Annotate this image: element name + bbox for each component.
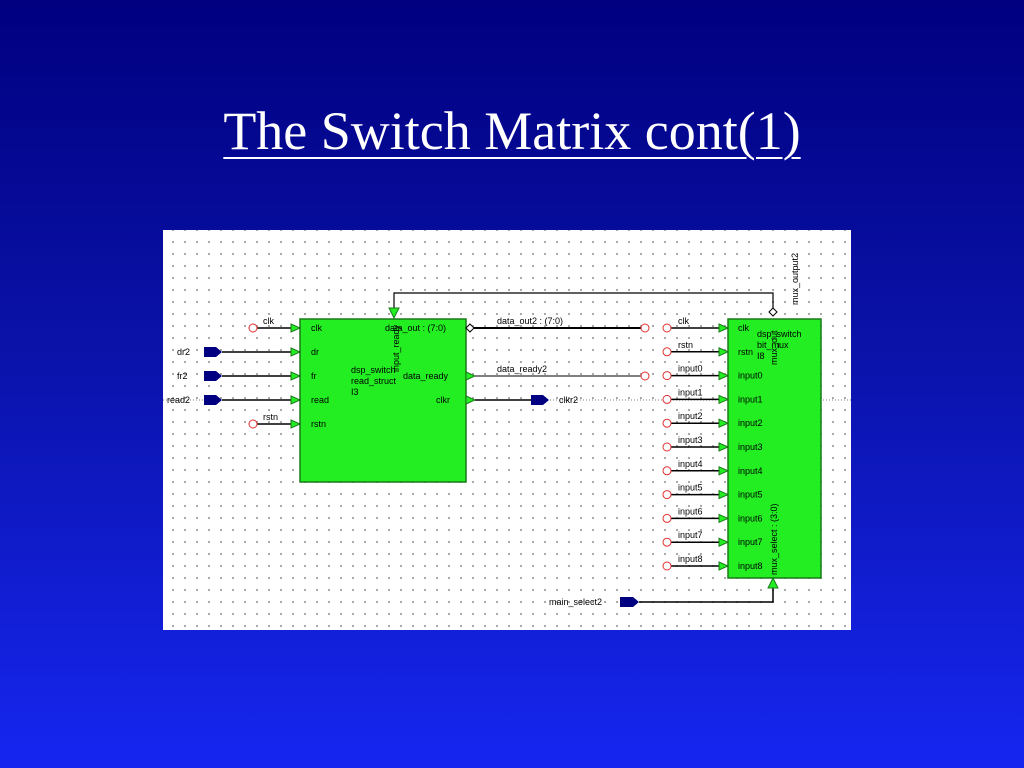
right-signal-label-input0: input0 <box>678 364 703 374</box>
right-signal-label-input2: input2 <box>678 411 703 421</box>
data-out2-label: data_out2 : (7:0) <box>497 316 563 326</box>
mux-out-label: mux_out <box>769 330 779 365</box>
right-port-label-input2: input2 <box>738 418 763 428</box>
main-select-wire <box>639 582 774 603</box>
mux-out-diamond <box>768 307 778 317</box>
right-signal-circle-input2 <box>662 418 672 428</box>
right-arrow-input0 <box>718 370 730 381</box>
left-port-label-read: read <box>311 395 329 405</box>
main-select-port-icon <box>620 597 639 607</box>
right-block[interactable] <box>727 318 822 579</box>
data-ready-circle <box>640 371 650 381</box>
right-port-label-input5: input5 <box>738 490 763 500</box>
clkr2-label: clkr2 <box>559 395 578 405</box>
left-signal-label-dr2: dr2 <box>177 347 190 357</box>
data-ready2-label: data_ready2 <box>497 364 547 374</box>
left-out-label-1: data_ready <box>403 371 449 381</box>
left-port-label-clk: clk <box>311 323 322 333</box>
right-arrow-rstn <box>718 347 730 357</box>
right-signal-circle-input5 <box>662 490 672 500</box>
right-signal-circle-input8 <box>662 561 672 571</box>
input-ready-arrow <box>388 307 400 320</box>
right-port-label-input4: input4 <box>738 466 763 476</box>
left-arrow-dr <box>290 347 302 357</box>
right-arrow-input7 <box>718 537 730 547</box>
right-arrow-input4 <box>718 466 730 476</box>
right-arrow-input3 <box>718 442 730 452</box>
schematic-canvas: clk clk dr dr2 fr fr2 read read2 rstn rstn data_ou… <box>163 230 851 630</box>
slide-title: The Switch Matrix cont(1) <box>223 101 801 161</box>
left-port-label-rstn: rstn <box>311 419 326 429</box>
right-arrow-input5 <box>718 489 730 500</box>
mux-select-label: mux_select : (3:0) <box>769 503 779 575</box>
left-signal-circle-rstn <box>248 419 258 429</box>
left-block[interactable] <box>299 318 467 483</box>
left-out-label-2: clkr <box>436 395 450 405</box>
right-signal-label-input4: input4 <box>678 459 703 469</box>
clkr2-port <box>531 395 549 405</box>
right-signal-label-input5: input5 <box>678 483 703 493</box>
left-port-label-dr: dr <box>311 347 319 357</box>
right-signal-label-input6: input6 <box>678 506 703 516</box>
left-signal-circle-clk <box>248 323 258 333</box>
main-select-arrow <box>767 576 779 589</box>
right-signal-circle-input1 <box>662 394 672 404</box>
right-arrow-input2 <box>718 418 730 428</box>
right-signal-circle-input4 <box>662 466 672 476</box>
left-signal-port-read2 <box>204 395 222 405</box>
right-port-label-input3: input3 <box>738 442 763 452</box>
data-ready-arrow <box>465 371 477 381</box>
right-port-label-input6: input6 <box>738 513 763 523</box>
left-arrow-read <box>290 395 302 405</box>
data-out-diamond <box>465 323 475 333</box>
left-block-instance-1: dsp_switch <box>351 365 396 375</box>
input-ready-label: input_ready <box>391 324 401 372</box>
right-block-instance-3: I8 <box>757 351 765 361</box>
right-signal-circle-rstn <box>662 347 672 357</box>
left-out-label-0: data_out : (7:0) <box>385 323 446 333</box>
left-port-label-fr: fr <box>311 371 317 381</box>
clkr-arrow <box>465 395 477 405</box>
left-signal-label-clk: clk <box>263 316 274 326</box>
left-arrow-fr <box>290 371 302 381</box>
right-arrow-clk <box>718 323 730 333</box>
left-signal-port-fr2 <box>204 371 222 381</box>
right-signal-label-input1: input1 <box>678 387 703 397</box>
left-signal-label-read2: read2 <box>167 395 190 405</box>
right-port-label-input7: input7 <box>738 537 763 547</box>
right-signal-label-input7: input7 <box>678 530 703 540</box>
main-select-label: main_select2 <box>549 597 602 607</box>
right-port-label-clk: clk <box>738 323 749 333</box>
right-port-label-input0: input0 <box>738 371 763 381</box>
right-signal-label-clk: clk <box>678 316 689 326</box>
right-arrow-input1 <box>718 394 730 405</box>
right-signal-circle-input3 <box>662 442 672 452</box>
right-signal-circle-input7 <box>662 537 672 547</box>
schematic-svg: clk clk dr dr2 fr fr2 read read2 rstn rstn data_ou… <box>163 253 851 607</box>
right-port-label-rstn: rstn <box>738 347 753 357</box>
data-out-circle <box>640 323 650 333</box>
left-block-instance-2: read_struct <box>351 376 397 386</box>
left-arrow-rstn <box>290 419 302 429</box>
right-port-label-input8: input8 <box>738 561 763 571</box>
right-signal-circle-input6 <box>662 513 672 523</box>
right-port-label-input1: input1 <box>738 394 763 404</box>
left-signal-port-dr2 <box>204 347 222 357</box>
feedback-wire <box>393 292 774 314</box>
mux-output-label: mux_output2 <box>790 253 800 305</box>
right-signal-label-input3: input3 <box>678 435 703 445</box>
left-signal-label-rstn: rstn <box>263 412 278 422</box>
right-block-instance-1: dsp_switch <box>757 329 802 339</box>
right-signal-label-input8: input8 <box>678 554 703 564</box>
left-arrow-clk <box>290 323 302 333</box>
right-signal-circle-input0 <box>662 371 672 381</box>
right-block-instance-2: bit_mux <box>757 340 789 350</box>
right-arrow-input6 <box>718 513 730 524</box>
left-block-instance-3: I3 <box>351 387 359 397</box>
right-arrow-input8 <box>718 561 730 571</box>
left-signal-label-fr2: fr2 <box>177 371 188 381</box>
right-signal-label-rstn: rstn <box>678 340 693 350</box>
right-signal-circle-clk <box>662 323 672 333</box>
